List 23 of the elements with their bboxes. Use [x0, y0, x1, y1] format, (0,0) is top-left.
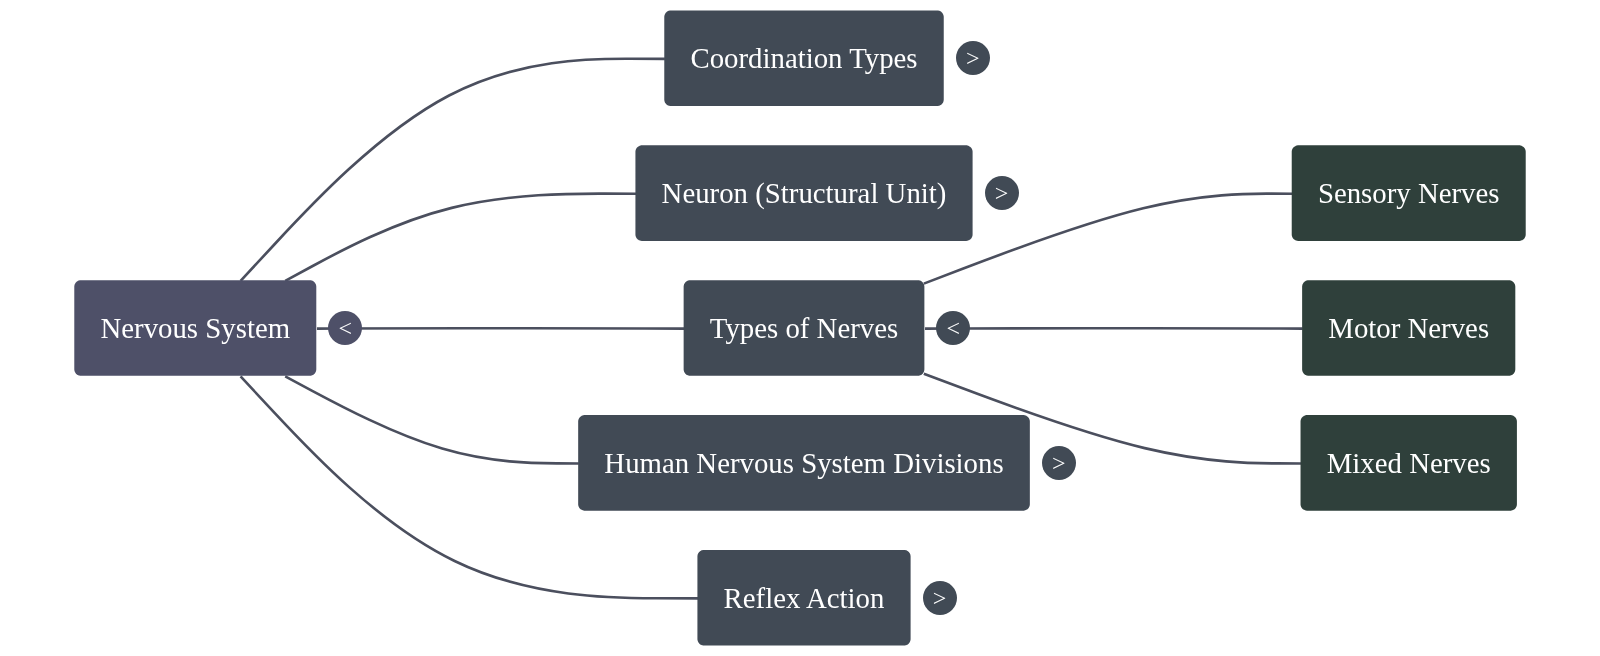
node-box: Mixed Nerves: [1300, 415, 1517, 511]
node-box: Reflex Action: [697, 549, 911, 646]
node-box: Motor Nerves: [1302, 280, 1516, 376]
toggle-button: >: [955, 41, 990, 76]
toggle-button: <: [328, 311, 363, 345]
connector: [239, 375, 699, 600]
connector: [284, 192, 637, 282]
node-box: Sensory Nerves: [1291, 145, 1526, 241]
node-box: Neuron (Structural Unit): [635, 145, 973, 241]
toggle-button: <: [936, 311, 971, 345]
connector: [925, 326, 1303, 330]
connector: [239, 57, 665, 282]
node-box: Human Nervous System Divisions: [578, 415, 1030, 511]
toggle-button: >: [922, 580, 957, 615]
toggle-button: >: [984, 176, 1019, 211]
connector: [284, 375, 579, 465]
connector: [923, 192, 1293, 285]
node-box: Nervous System: [74, 280, 317, 376]
toggle-button: >: [1041, 445, 1076, 480]
node-box: Types of Nerves: [683, 280, 925, 376]
connector: [923, 372, 1302, 465]
connector: [316, 326, 685, 330]
node-box: Coordination Types: [664, 10, 944, 107]
